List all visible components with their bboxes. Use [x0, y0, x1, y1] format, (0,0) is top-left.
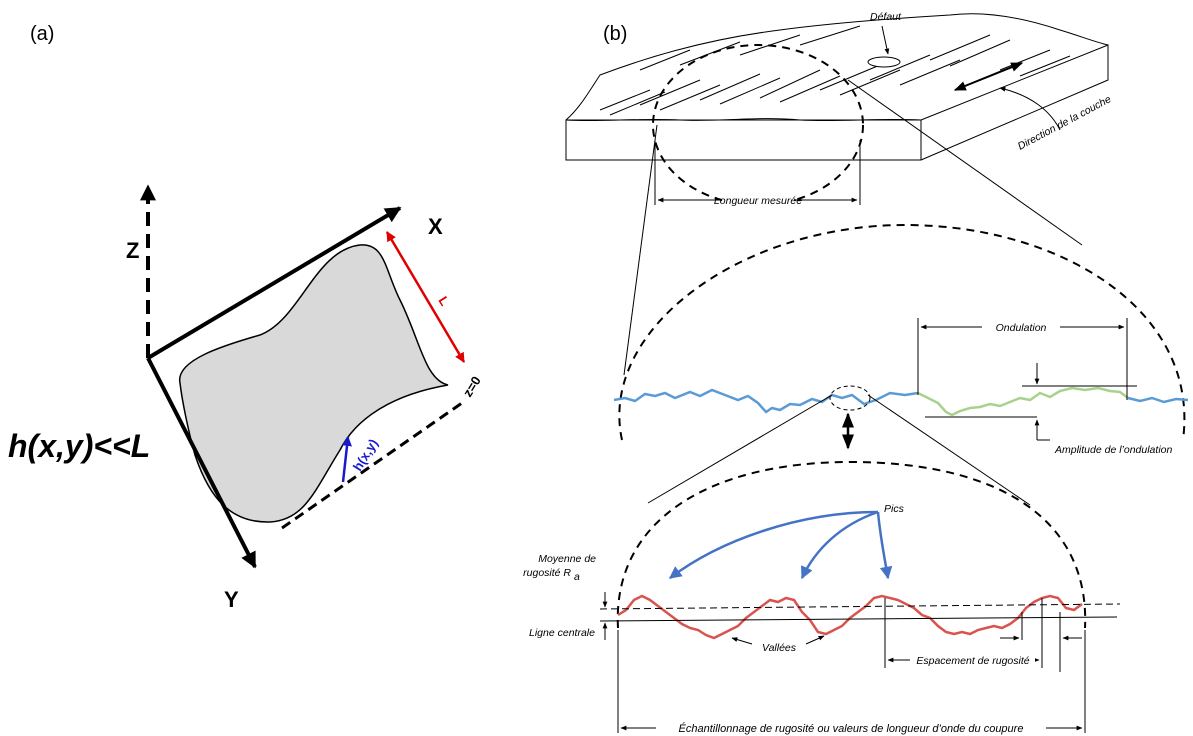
panel-a-label: (a) — [30, 23, 54, 45]
peak-arrow-2 — [800, 510, 879, 580]
y-axis-label: Y — [224, 587, 239, 612]
x-axis — [146, 206, 402, 360]
waviness-dome — [618, 223, 1186, 441]
height-arrow — [341, 436, 352, 483]
panel-a: (a) X Y Z L h(x,y) z=0 h(x,y)<<L — [8, 23, 484, 612]
profile-blue-left — [613, 388, 919, 414]
measured-length-label: Longueur mesurée — [714, 195, 802, 207]
valley-arrow-1 — [731, 637, 753, 645]
length-label: L — [435, 294, 452, 309]
defect-pointer — [881, 25, 890, 55]
center-line — [599, 616, 1118, 622]
panel-b-label: (b) — [603, 23, 627, 45]
valleys-label: Vallées — [762, 642, 797, 654]
height-label: h(x,y) — [350, 436, 381, 473]
center-line-label: Ligne centrale — [529, 627, 595, 639]
mean-line — [599, 603, 1121, 610]
peak-arrow-1 — [669, 510, 879, 579]
valley-arrow-2 — [805, 635, 825, 645]
panel-b: (b) Défaut Direction de la couc — [523, 11, 1189, 735]
roughness-dome — [616, 460, 1087, 629]
roughness-profile — [617, 594, 1083, 640]
sampling-label: Échantillonnage de rugosité ou valeurs d… — [679, 722, 1024, 735]
surface-hatching — [599, 25, 1071, 116]
zoom-line-left — [623, 124, 658, 376]
surface-shape — [179, 244, 449, 523]
amplitude-label: Amplitude de l’ondulation — [1054, 444, 1172, 456]
layer-direction-label: Direction de la couche — [1016, 93, 1114, 152]
defect-label: Défaut — [870, 11, 902, 23]
zero-line — [281, 401, 463, 530]
y-axis — [146, 357, 257, 569]
zoom-ellipse-small — [829, 385, 871, 411]
peaks-label: Pics — [884, 503, 905, 515]
mean-roughness-subscript: a — [574, 571, 580, 583]
mean-roughness-label-1: Moyenne de — [538, 553, 596, 565]
zoom-line-2-left — [647, 394, 833, 504]
waviness-label: Ondulation — [996, 322, 1047, 334]
defect-mark — [867, 56, 901, 68]
profile-blue-right — [1127, 396, 1189, 404]
x-axis-label: X — [428, 214, 443, 239]
spacing-label: Espacement de rugosité — [916, 655, 1029, 667]
length-arrow — [385, 231, 466, 363]
zoom-line-2-right — [867, 394, 1031, 506]
peak-arrow-3 — [876, 511, 893, 580]
layer-direction-pointer — [999, 86, 1061, 131]
profile-green — [917, 386, 1129, 417]
formula: h(x,y)<<L — [8, 428, 150, 464]
zoom-line-right — [847, 79, 1083, 246]
mean-roughness-label-2: rugosité R — [523, 567, 571, 579]
zero-label: z=0 — [460, 374, 484, 400]
layer-direction-arrow — [953, 62, 1024, 91]
z-axis-label: Z — [126, 238, 139, 263]
